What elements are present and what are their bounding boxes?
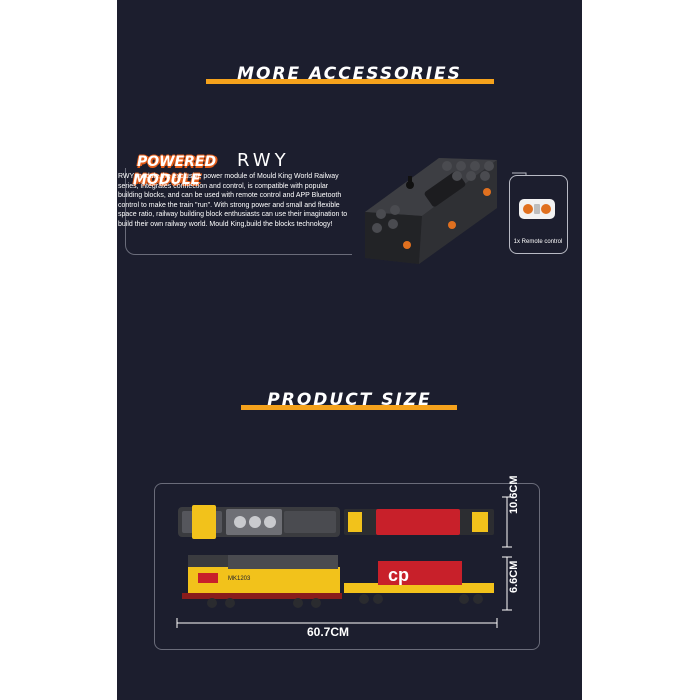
product-panel: MORE ACCESSORIES POWERED MODULE RWY RWY … xyxy=(117,0,582,700)
width-label: 60.7CM xyxy=(307,625,350,639)
remote-control-image xyxy=(519,199,555,219)
remote-control-label: 1x Remote control xyxy=(513,239,563,245)
product-size-frame xyxy=(154,483,540,650)
flatcar-side-view: cp xyxy=(344,561,494,604)
remote-control-frame xyxy=(509,175,568,254)
badge-line-2: MODULE xyxy=(133,172,201,188)
dimension-lines xyxy=(176,496,512,628)
heading-underline xyxy=(241,405,457,410)
flatcar-top-view xyxy=(344,509,494,535)
height-bottom-label: 6.6CM xyxy=(508,560,520,593)
rwy-brand: RWY xyxy=(237,150,290,171)
powered-module-badge: POWERED MODULE xyxy=(133,152,239,192)
product-size-text: PRODUCT SIZE xyxy=(267,390,432,410)
more-accessories-text: MORE ACCESSORIES xyxy=(237,64,462,84)
description-frame xyxy=(125,168,352,255)
locomotive-top-view xyxy=(178,505,340,539)
heading-underline xyxy=(206,79,494,84)
power-module-image xyxy=(365,158,497,264)
product-size-heading: PRODUCT SIZE xyxy=(117,390,582,410)
module-description: RWY module,the exclusive power module of… xyxy=(118,173,348,228)
locomotive-number: MK1203 xyxy=(228,576,251,582)
more-accessories-heading: MORE ACCESSORIES xyxy=(117,64,582,84)
height-top-label: 10.6CM xyxy=(508,475,520,514)
locomotive-side-view: MK1203 xyxy=(182,555,342,608)
svg-text:cp: cp xyxy=(388,565,409,585)
train-images: MK1203 cp xyxy=(178,505,494,608)
badge-line-1: POWERED xyxy=(137,154,217,170)
